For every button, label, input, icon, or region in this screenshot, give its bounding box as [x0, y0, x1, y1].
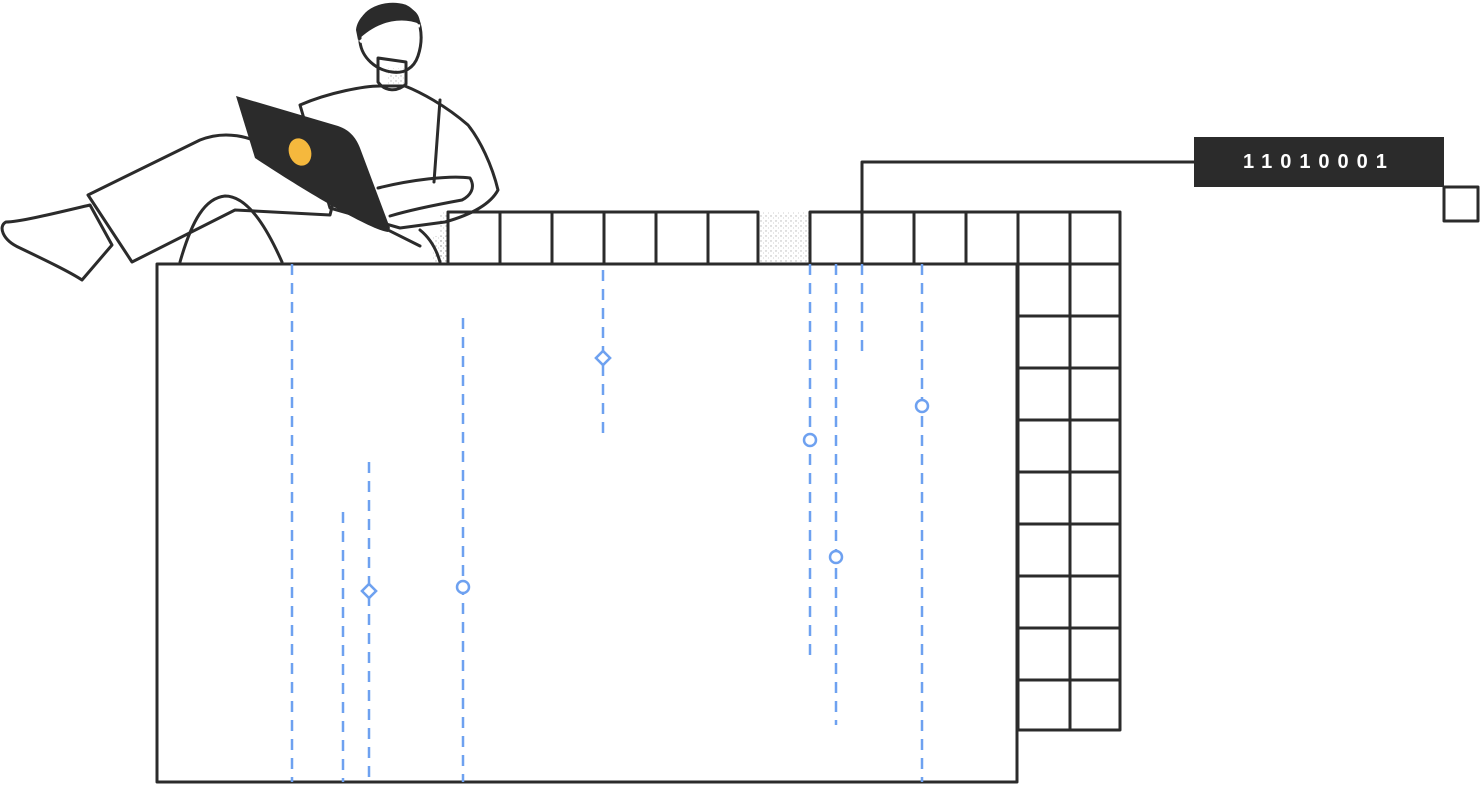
circle-marker	[914, 398, 930, 414]
top-hatched-cells	[440, 210, 810, 266]
main-grid-panel	[155, 262, 1019, 784]
diamond-marker	[594, 349, 612, 367]
small-square	[1442, 185, 1480, 223]
person-figure	[0, 2, 500, 282]
binary-label: 11010001	[1194, 137, 1444, 187]
circle-marker	[828, 549, 844, 565]
circle-marker	[802, 432, 818, 448]
circle-marker	[455, 579, 471, 595]
right-column-cells	[1016, 262, 1122, 732]
data-markers	[360, 349, 930, 600]
dashed-data-lines	[290, 264, 924, 782]
diamond-marker	[360, 582, 378, 600]
top-empty-cells	[808, 210, 1122, 266]
connector-line	[860, 160, 1196, 214]
laptop-logo	[288, 138, 312, 166]
